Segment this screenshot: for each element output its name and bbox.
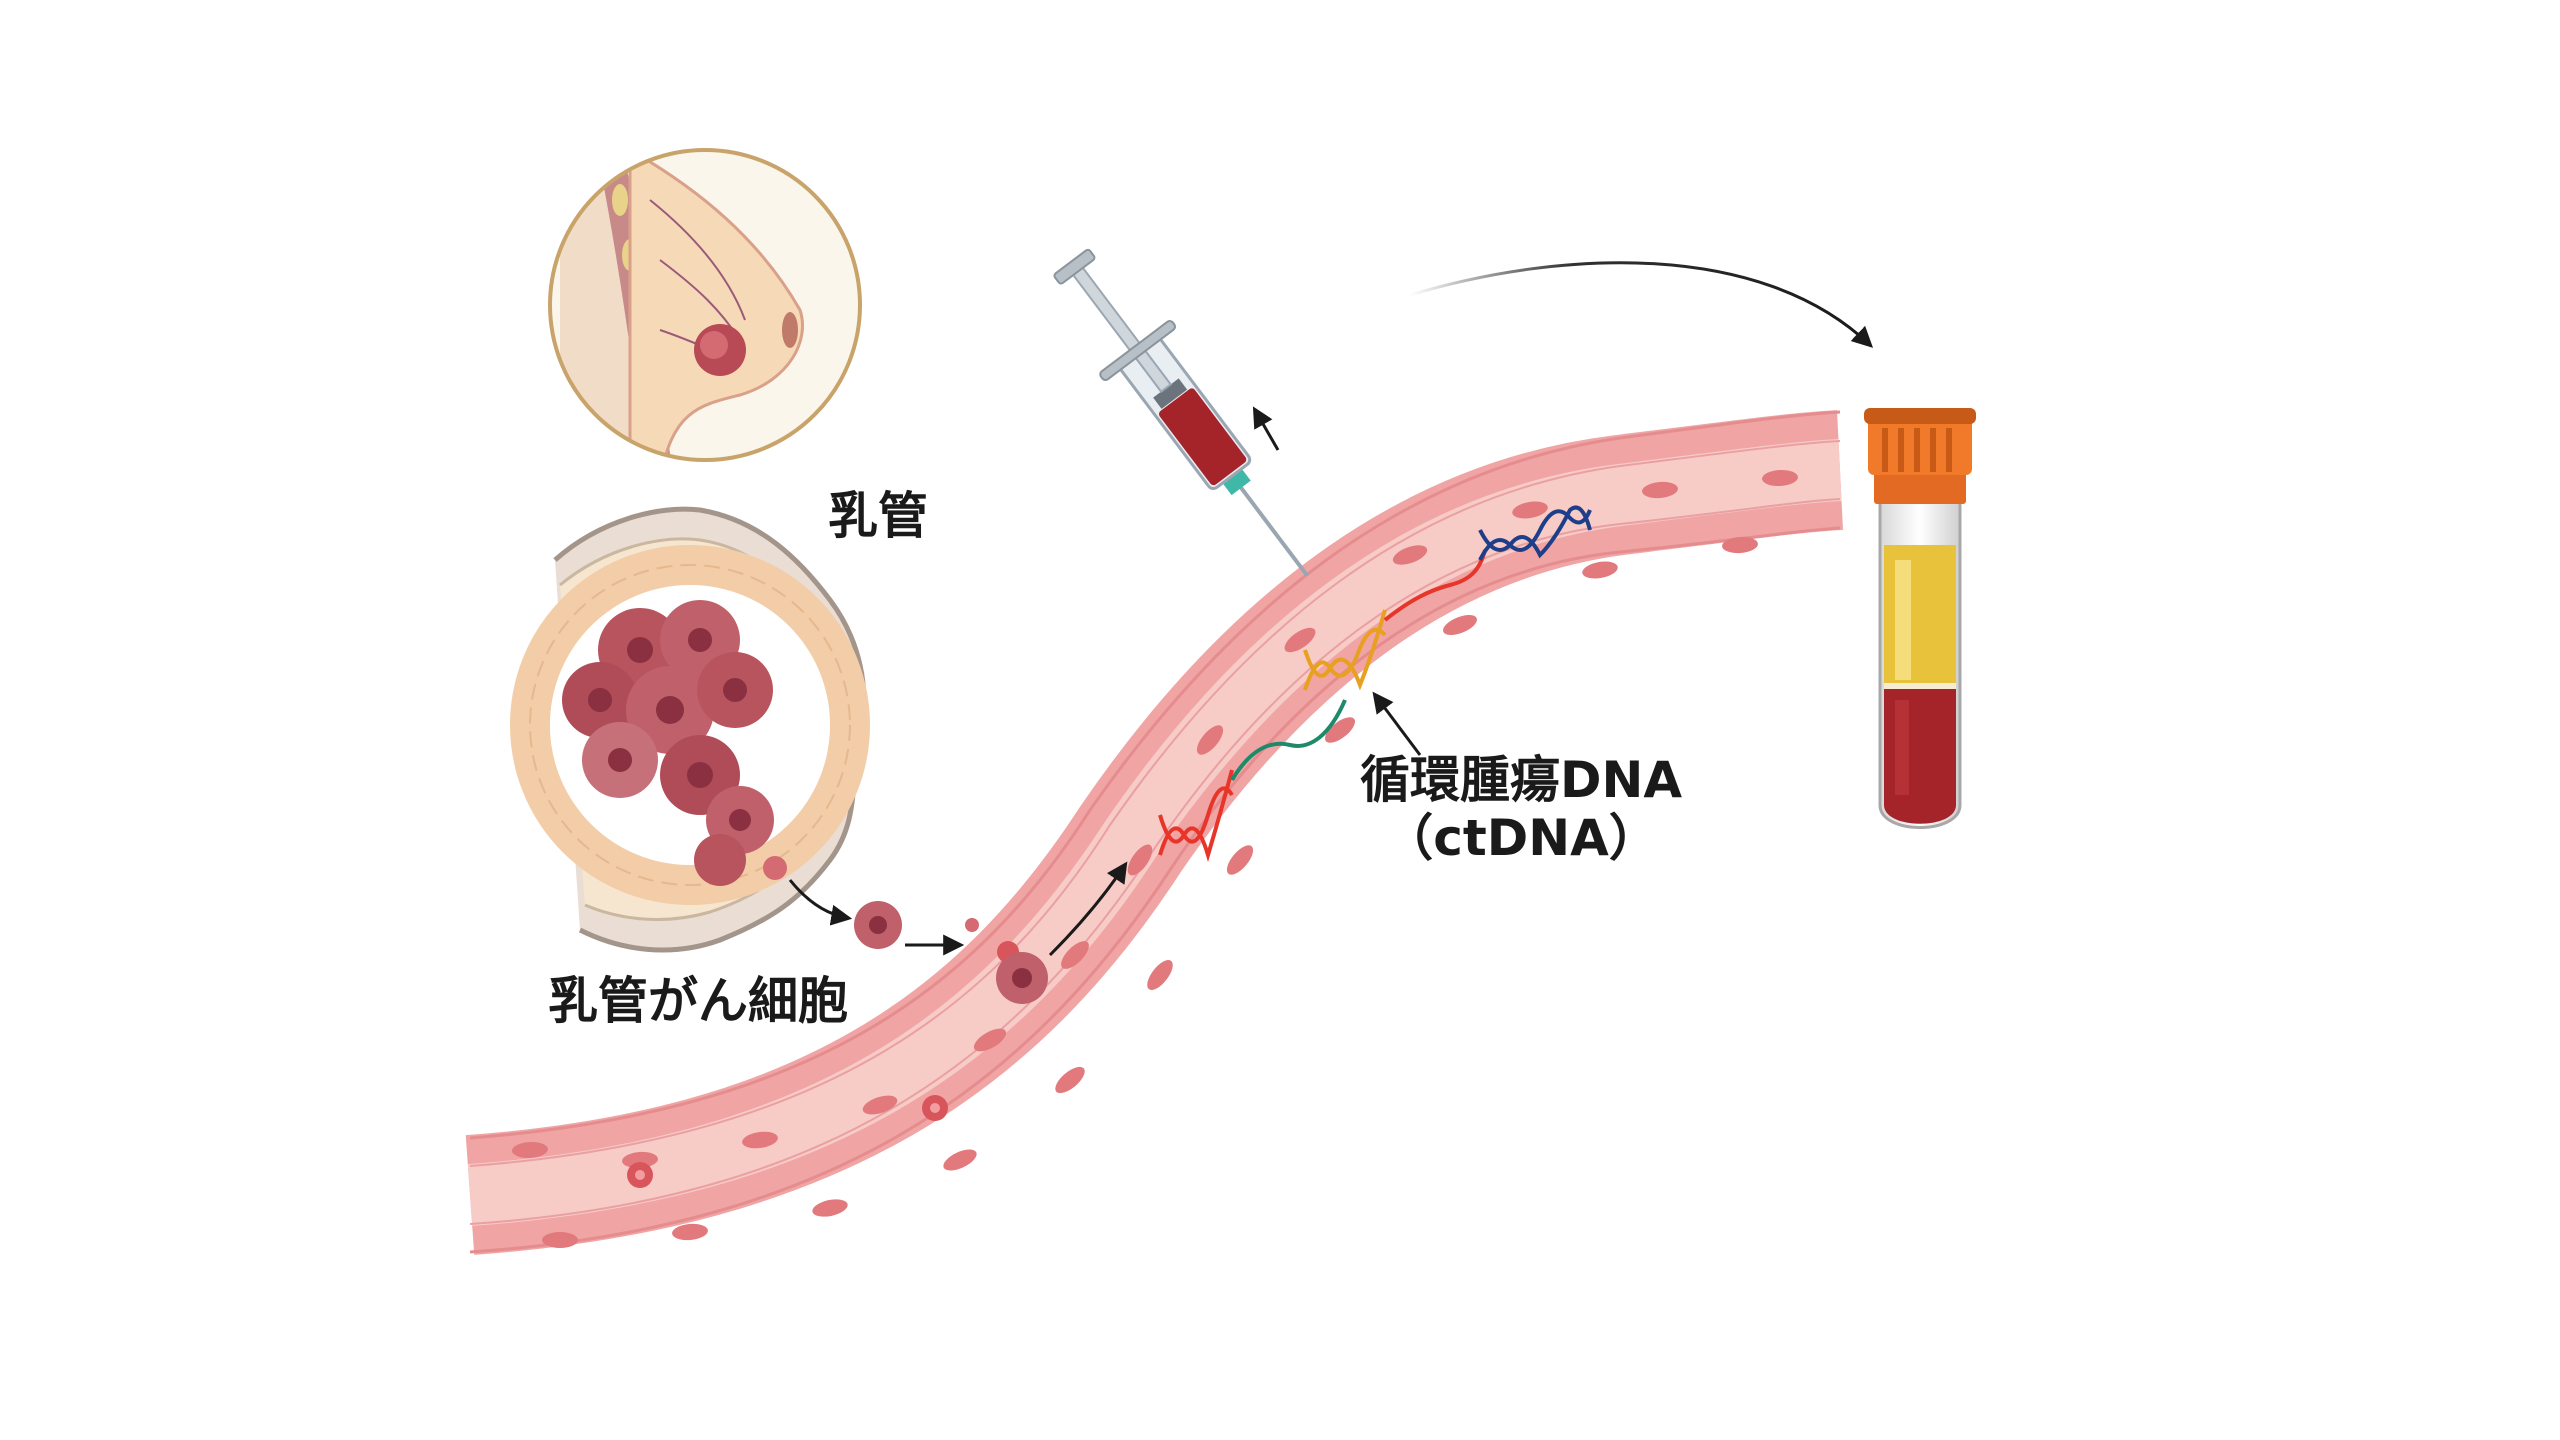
tumor-cell-icon [763, 856, 1048, 1004]
label-ctdna-line2: （ctDNA） [1383, 808, 1659, 867]
blood-vessel-icon [465, 410, 1844, 1255]
label-duct-cancer-cells: 乳管がん細胞 [548, 972, 848, 1030]
milk-duct-icon [510, 506, 870, 953]
migration-arrows [788, 861, 1128, 957]
blood-collection-tube-icon [1864, 408, 1976, 829]
label-ctdna: 循環腫瘍DNA （ctDNA） [1360, 751, 1683, 867]
label-ctdna-line1: 循環腫瘍DNA [1360, 751, 1683, 809]
draw-arrow [1252, 406, 1280, 451]
tumor-cell-icon [562, 600, 774, 886]
dna-helix-icon [1158, 505, 1592, 862]
breast-cross-section-icon [548, 148, 862, 462]
label-milk-duct: 乳管 [828, 487, 928, 545]
syringe-icon [1053, 248, 1309, 577]
ctdna-pointer-arrow [1372, 691, 1422, 756]
transfer-arrow [1409, 261, 1874, 348]
